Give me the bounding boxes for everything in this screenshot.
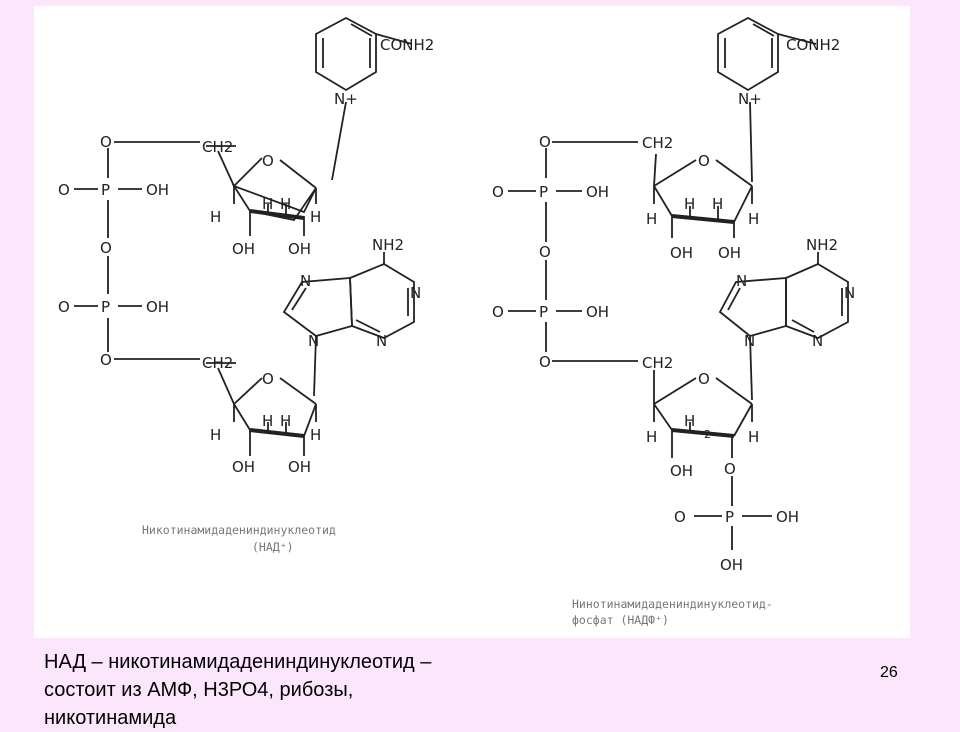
nadp-h-label: H — [684, 195, 695, 213]
nadp-ring-o-label: O — [698, 152, 710, 170]
nadp-phosphate-oh-label: OH — [776, 508, 799, 526]
nadp-caption-line-2: фосфат (НАДФ⁺) — [572, 613, 669, 627]
nadp-phosphate-p-label: P — [539, 303, 548, 321]
nad-adenine-n-label: N — [376, 332, 387, 350]
nad-labels: CONH2 N+ CH2 O H H H H OH OH O O P OH O … — [58, 36, 434, 476]
nadp-caption: Нинотинамидадениндинуклеотид- фосфат (НА… — [572, 597, 773, 627]
nadp-ring-2-label: 2 — [704, 428, 711, 441]
nad-adenine-n-label: N — [410, 284, 421, 302]
description-line: НАД – никотинамидадениндинуклеотид – — [44, 651, 432, 673]
nad-h-label: H — [210, 208, 221, 226]
nadp-phosphate-o-label: O — [539, 243, 551, 261]
nad-n-plus-label: N+ — [334, 90, 358, 108]
nadp-ch2-label: CH2 — [642, 354, 673, 372]
nadp-ch2-label: CH2 — [642, 134, 673, 152]
description-line: состоит из АМФ, Н3РО4, рибозы, — [44, 679, 354, 701]
nad-phosphate-o-label: O — [100, 239, 112, 257]
nad-h-label: H — [262, 412, 273, 430]
nadp-labels: CONH2 N+ CH2 O H H H H OH OH O O P OH O … — [492, 36, 855, 574]
nadp-phosphate-o-label: O — [539, 353, 551, 371]
nad-h-label: H — [310, 208, 321, 226]
nad-adenine-n-label: N — [308, 332, 319, 350]
nadp-phosphate-oh-label: OH — [586, 303, 609, 321]
nad-structure — [74, 16, 415, 456]
nad-oh-label: OH — [288, 458, 311, 476]
nad-phosphate-o-label: O — [100, 133, 112, 151]
nadp-structure — [508, 16, 849, 550]
nadp-phosphate-p-label: P — [539, 183, 548, 201]
nad-phosphate-o-label: O — [100, 351, 112, 369]
nadp-ring-o-label: O — [698, 370, 710, 388]
nad-caption-line-2: (НАД⁺) — [252, 540, 294, 554]
nadp-n-plus-label: N+ — [738, 90, 762, 108]
nadp-phosphate-o-label: O — [539, 133, 551, 151]
nad-h-label: H — [262, 195, 273, 213]
nad-ch2-label: CH2 — [202, 354, 233, 372]
nad-caption: Никотинамидадениндинуклеотид (НАД⁺) — [142, 523, 336, 554]
nadp-amide-label: CONH2 — [786, 36, 840, 54]
nadp-phosphate-oh-label: OH — [586, 183, 609, 201]
nad-h-label: H — [280, 412, 291, 430]
nad-phosphate-p-label: P — [101, 181, 110, 199]
nad-oh-label: OH — [232, 458, 255, 476]
nad-amide-label: CONH2 — [380, 36, 434, 54]
nadp-phosphate-o-label: O — [492, 303, 504, 321]
nad-ring-o-label: O — [262, 370, 274, 388]
nad-h-label: H — [310, 426, 321, 444]
nad-oh-label: OH — [288, 240, 311, 258]
nadp-phosphate-o-label: O — [724, 460, 736, 478]
nadp-adenine-n-label: N — [844, 284, 855, 302]
nad-phosphate-oh-label: OH — [146, 298, 169, 316]
nadp-h-label: H — [748, 428, 759, 446]
nad-oh-label: OH — [232, 240, 255, 258]
nadp-nh2-label: NH2 — [806, 236, 838, 254]
nadp-phosphate-p-label: P — [725, 508, 734, 526]
nadp-adenine-n-label: N — [812, 332, 823, 350]
nadp-adenine-n-label: N — [736, 272, 747, 290]
nadp-adenine-n-label: N — [744, 332, 755, 350]
nad-phosphate-o-label: O — [58, 181, 70, 199]
slide-number: 26 — [880, 664, 898, 681]
nad-phosphate-oh-label: OH — [146, 181, 169, 199]
nadp-h-label: H — [712, 195, 723, 213]
nad-nh2-label: NH2 — [372, 236, 404, 254]
description-text: НАД – никотинамидадениндинуклеотид – сос… — [44, 648, 604, 732]
nadp-oh-label: OH — [670, 462, 693, 480]
nad-phosphate-p-label: P — [101, 298, 110, 316]
nadp-h-label: H — [646, 210, 657, 228]
nadp-h-label: H — [646, 428, 657, 446]
nad-ch2-label: CH2 — [202, 138, 233, 156]
nadp-caption-line-1: Нинотинамидадениндинуклеотид- — [572, 597, 773, 611]
content-panel: CONH2 N+ CH2 O H H H H OH OH O O P OH O … — [34, 6, 910, 638]
nad-h-label: H — [280, 195, 291, 213]
nadp-phosphate-o-label: O — [674, 508, 686, 526]
nadp-oh-label: OH — [718, 244, 741, 262]
nad-phosphate-o-label: O — [58, 298, 70, 316]
nad-adenine-n-label: N — [300, 272, 311, 290]
nadp-phosphate-o-label: O — [492, 183, 504, 201]
description-line: никотинамида — [44, 707, 177, 729]
nadp-h-label: H — [684, 412, 695, 430]
nadp-oh-label: OH — [670, 244, 693, 262]
nadp-h-label: H — [748, 210, 759, 228]
structures-figure: CONH2 N+ CH2 O H H H H OH OH O O P OH O … — [58, 16, 855, 627]
nad-h-label: H — [210, 426, 221, 444]
nadp-phosphate-oh-label: OH — [720, 556, 743, 574]
nad-ring-o-label: O — [262, 152, 274, 170]
nad-caption-line-1: Никотинамидадениндинуклеотид — [142, 523, 336, 537]
